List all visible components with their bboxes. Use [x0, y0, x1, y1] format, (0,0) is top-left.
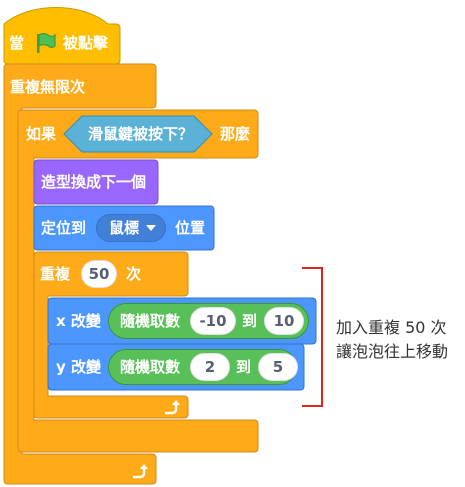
next-costume-block-shape — [33, 159, 159, 205]
change-y-label: y 改變 — [56, 358, 102, 376]
change-x-label: x 改變 — [56, 312, 101, 330]
repeat-count-input[interactable]: 50 — [81, 260, 117, 288]
green-flag-icon — [37, 32, 56, 53]
annotation-line-1: 加入重複 50 次 — [336, 318, 447, 337]
target-dropdown-value: 鼠標 — [109, 219, 140, 237]
annotation-line-2: 讓泡泡往上移動 — [336, 342, 449, 361]
forever-label: 重複無限次 — [10, 78, 86, 96]
go-to-label: 定位到 — [41, 219, 87, 237]
times-label: 次 — [126, 265, 142, 283]
random-y-from-input[interactable]: 2 — [190, 353, 230, 381]
pick-random-y-label: 隨機取數 — [120, 358, 181, 376]
repeat-block-shape — [33, 251, 189, 419]
mouse-down-condition: 滑鼠鍵被按下？ — [88, 125, 194, 143]
loop-arrow-icon — [164, 400, 180, 415]
repeat-label: 重複 — [40, 265, 71, 283]
clicked-label: 被點擊 — [63, 34, 109, 52]
when-label: 當 — [9, 34, 25, 52]
if-block-shape — [17, 109, 259, 453]
position-label: 位置 — [175, 219, 206, 237]
random-y-to-input[interactable]: 5 — [258, 353, 298, 381]
if-label: 如果 — [26, 125, 57, 143]
random-y-to-label: 到 — [236, 358, 252, 376]
mouse-down-condition-shape — [63, 115, 213, 153]
target-dropdown[interactable]: 鼠標 — [96, 214, 166, 242]
random-x-to-label: 到 — [242, 312, 258, 330]
then-label: 那麼 — [220, 125, 251, 143]
next-costume-label: 造型換成下一個 — [41, 173, 147, 191]
random-x-from-input[interactable]: -10 — [190, 307, 236, 335]
random-x-to-input[interactable]: 10 — [264, 307, 304, 335]
chevron-down-icon — [146, 225, 156, 231]
when-flag-clicked-block-shape — [3, 7, 121, 65]
pick-random-x-label: 隨機取數 — [120, 312, 181, 330]
annotation-bracket — [302, 267, 323, 407]
loop-arrow-icon — [132, 464, 148, 479]
